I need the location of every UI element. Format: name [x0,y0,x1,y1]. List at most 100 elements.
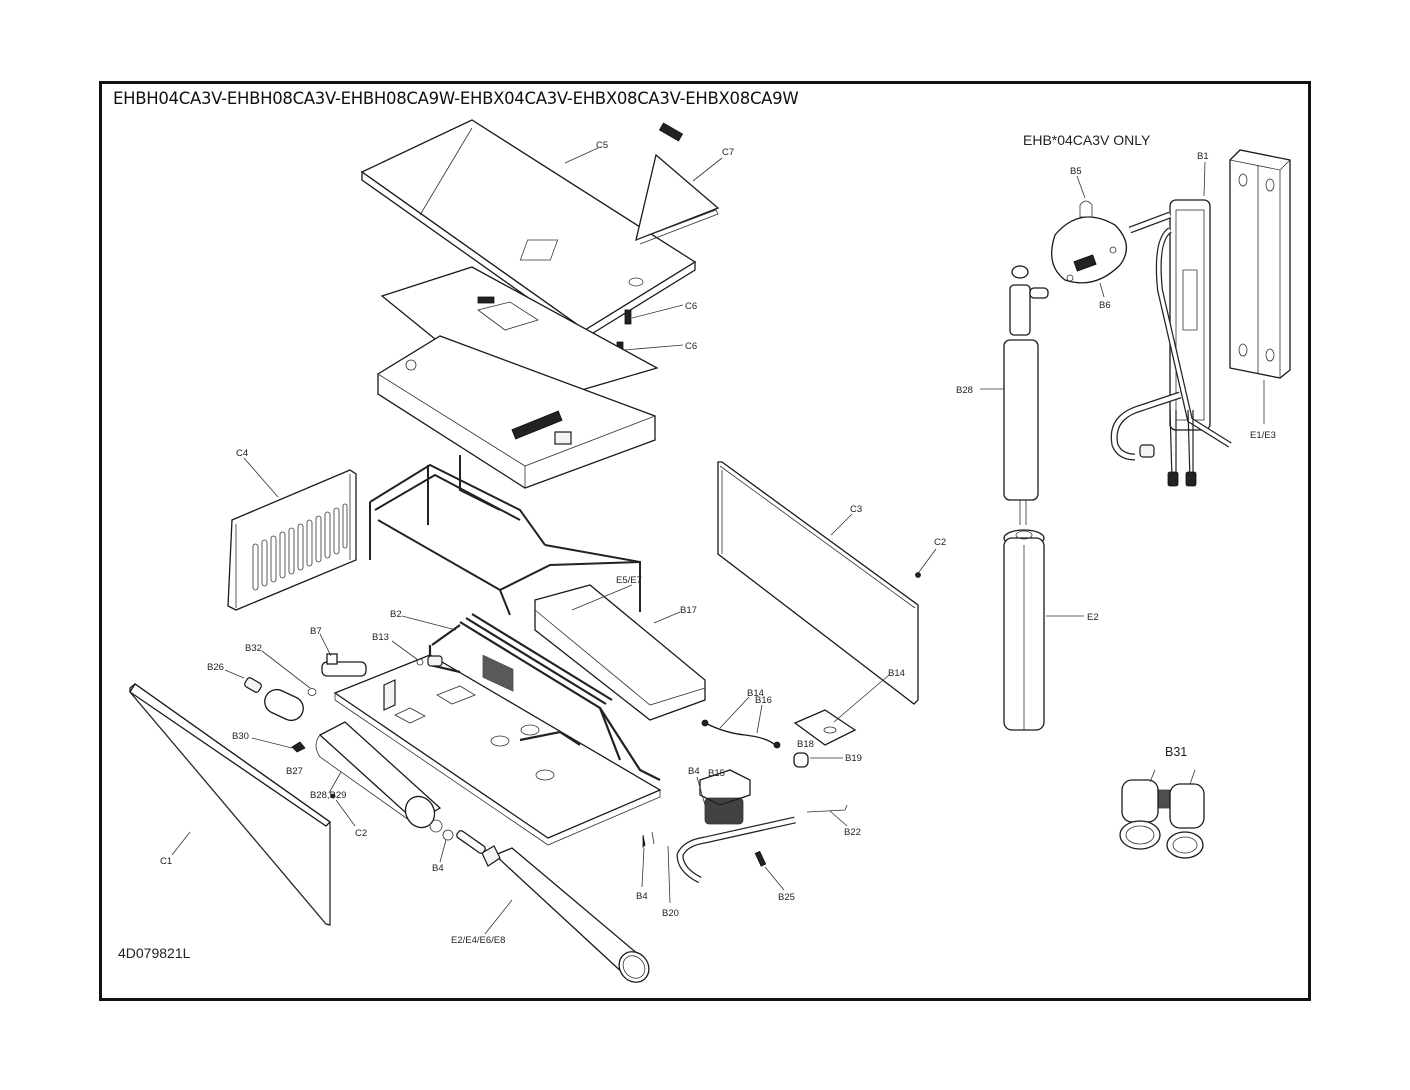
leader-b26 [224,669,245,679]
leader-c7 [692,157,723,182]
leader-c6-upper [631,304,684,319]
leader-c1 [171,831,191,856]
leader-c5 [564,147,599,164]
valve-b7 [321,653,367,677]
label-b17: B17 [680,605,697,616]
label-b32: B32 [245,643,262,654]
leader-b14-top [833,674,890,723]
label-b7: B7 [310,626,322,637]
leader-b32 [261,650,311,689]
manifold-tube [264,688,304,722]
side-panel-c3 [717,461,919,705]
label-e2-right: E2 [1087,612,1099,623]
leader-b7 [319,633,332,657]
leader-c2-left [335,799,356,827]
leader-c2-right [918,548,937,573]
label-b28b29: B28,B29 [310,790,346,801]
label-b26: B26 [207,662,224,673]
model-list-title: EHBH04CA3V-EHBH08CA3V-EHBH08CA9W-EHBX04C… [113,89,799,108]
document-number: 4D079821L [118,945,191,961]
label-b14-hose: B14 [747,688,764,699]
label-b5: B5 [1070,166,1082,177]
side-panel-c4 [227,469,357,611]
label-b22: B22 [844,827,861,838]
insulation-e1-e3 [1229,149,1291,379]
label-c7: C7 [722,147,734,158]
connection-pipe [676,816,796,884]
label-c6-lower: C6 [685,341,697,352]
label-e5e7: E5/E7 [616,575,642,586]
label-b16-hose: B16 [755,695,772,706]
leader-b14-hose [719,696,750,729]
expansion-vessel-b17 [534,584,706,721]
label-e2e4e6e8: E2/E4/E6/E8 [451,935,505,946]
leader-b28b29 [328,771,342,794]
base-plate [333,654,662,846]
leader-b5 [1076,175,1086,199]
variant-note: EHB*04CA3V ONLY [1023,132,1151,148]
label-b1: B1 [1197,151,1209,162]
leader-b13 [391,640,419,661]
leader-b2 [401,615,457,631]
leader-b17 [653,611,681,624]
support-frame [369,455,641,616]
label-b27: B27 [286,766,303,777]
label-b4-c: B4 [636,891,648,902]
label-b25: B25 [778,892,795,903]
label-b20: B20 [662,908,679,919]
label-c3: C3 [850,504,862,515]
leader-b4-c [641,847,645,888]
clip-b27 [291,741,306,753]
leader-e5e7 [571,584,633,611]
label-e1e3: E1/E3 [1250,430,1276,441]
leader-b20 [667,845,671,904]
o-ring-b4-c [642,834,646,848]
leader-e2e4e6e8 [484,899,513,935]
leader-b16-hose [756,704,763,734]
label-c1: C1 [160,856,172,867]
pump-b15 [699,769,751,825]
leader-b4-a [439,839,447,863]
heater-element-e2-e4-e6-e8 [456,830,650,983]
top-cover-c5 [360,119,697,340]
valve-b31 [1119,779,1205,859]
mounting-plate-b6 [1051,200,1127,284]
label-c5: C5 [596,140,608,151]
plate-heat-exchanger-b1 [1110,199,1232,487]
label-b14-top: B14 [888,668,905,679]
pump-head-b18-b19 [793,752,809,768]
label-b6: B6 [1099,300,1111,311]
leader-c6-lower [623,344,684,351]
control-box [377,335,656,692]
label-c2-left: C2 [355,828,367,839]
heat-exchanger-b2 [428,613,661,781]
label-c6-upper: C6 [685,301,697,312]
leader-b6 [1099,282,1105,298]
leader-c3 [830,513,853,536]
label-c4: C4 [236,448,248,459]
vessel-b28 [1003,265,1049,525]
leader-b1 [1203,161,1206,197]
label-b2: B2 [390,609,402,620]
user-interface-b14 [793,709,857,746]
label-b4-b: B4 [688,766,700,777]
label-b28-right: B28 [956,385,973,396]
panel-c7 [635,153,720,245]
clip-c6-upper [624,309,632,325]
plug-b26 [244,677,262,693]
leader-b22 [829,810,848,827]
sensor-b25 [754,850,767,867]
label-c2-right: C2 [934,537,946,548]
leader-c4 [243,457,279,498]
front-panel-c1 [129,683,332,926]
label-b18: B18 [797,739,814,750]
leader-b25 [764,866,785,891]
label-b30: B30 [232,731,249,742]
label-b15: B15 [708,768,725,779]
label-b13: B13 [372,632,389,643]
heater-e2-right [1003,529,1045,731]
label-b4-a: B4 [432,863,444,874]
fitting-b13 [416,655,443,667]
leader-b30 [251,737,293,749]
